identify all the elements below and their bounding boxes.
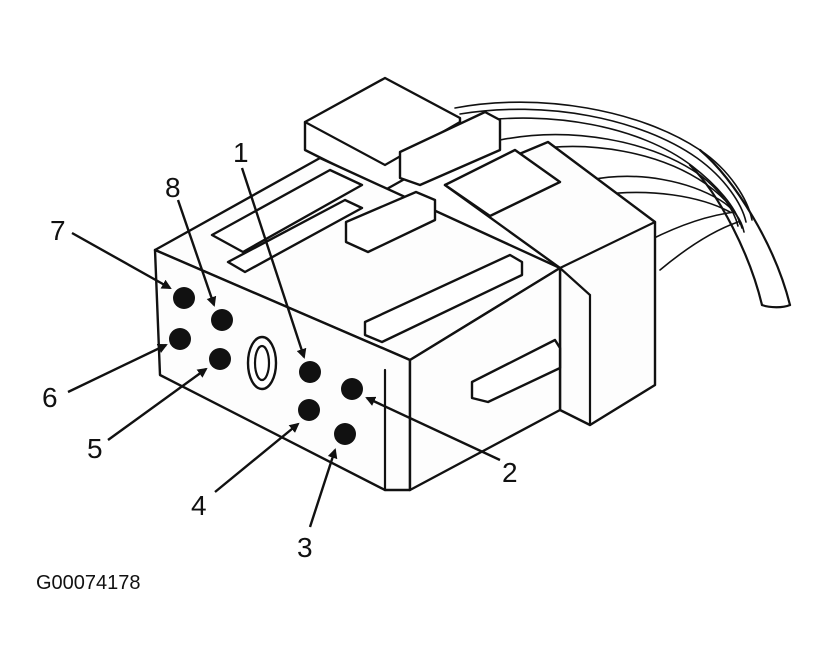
leader-1 — [240, 167, 307, 359]
pin-6 — [169, 328, 191, 350]
leader-5 — [107, 367, 208, 441]
callout-2: 2 — [502, 457, 518, 488]
leader-arrows — [67, 167, 501, 528]
pin-callouts: 1 2 3 4 5 6 7 8 — [42, 137, 518, 563]
keying-oval — [246, 335, 278, 391]
callout-3: 3 — [297, 532, 313, 563]
pin-group — [169, 287, 363, 445]
leader-2 — [365, 396, 501, 462]
leader-8 — [176, 199, 217, 307]
pin-1 — [299, 361, 321, 383]
callout-1: 1 — [233, 137, 249, 168]
connector-housing — [153, 76, 657, 492]
pin-5 — [209, 348, 231, 370]
wire-bundle — [454, 101, 792, 309]
figure-id: G00074178 — [36, 572, 141, 594]
pin-3 — [334, 423, 356, 445]
callout-7: 7 — [50, 215, 66, 246]
callout-4: 4 — [191, 490, 207, 521]
pin-8 — [211, 309, 233, 331]
leader-6 — [67, 343, 168, 394]
pin-4 — [298, 399, 320, 421]
leader-3 — [308, 448, 338, 528]
leader-4 — [214, 422, 300, 493]
leader-7 — [71, 231, 172, 290]
pin-2 — [341, 378, 363, 400]
pin-7 — [173, 287, 195, 309]
callout-5: 5 — [87, 433, 103, 464]
callout-6: 6 — [42, 382, 58, 413]
callout-8: 8 — [165, 172, 181, 203]
